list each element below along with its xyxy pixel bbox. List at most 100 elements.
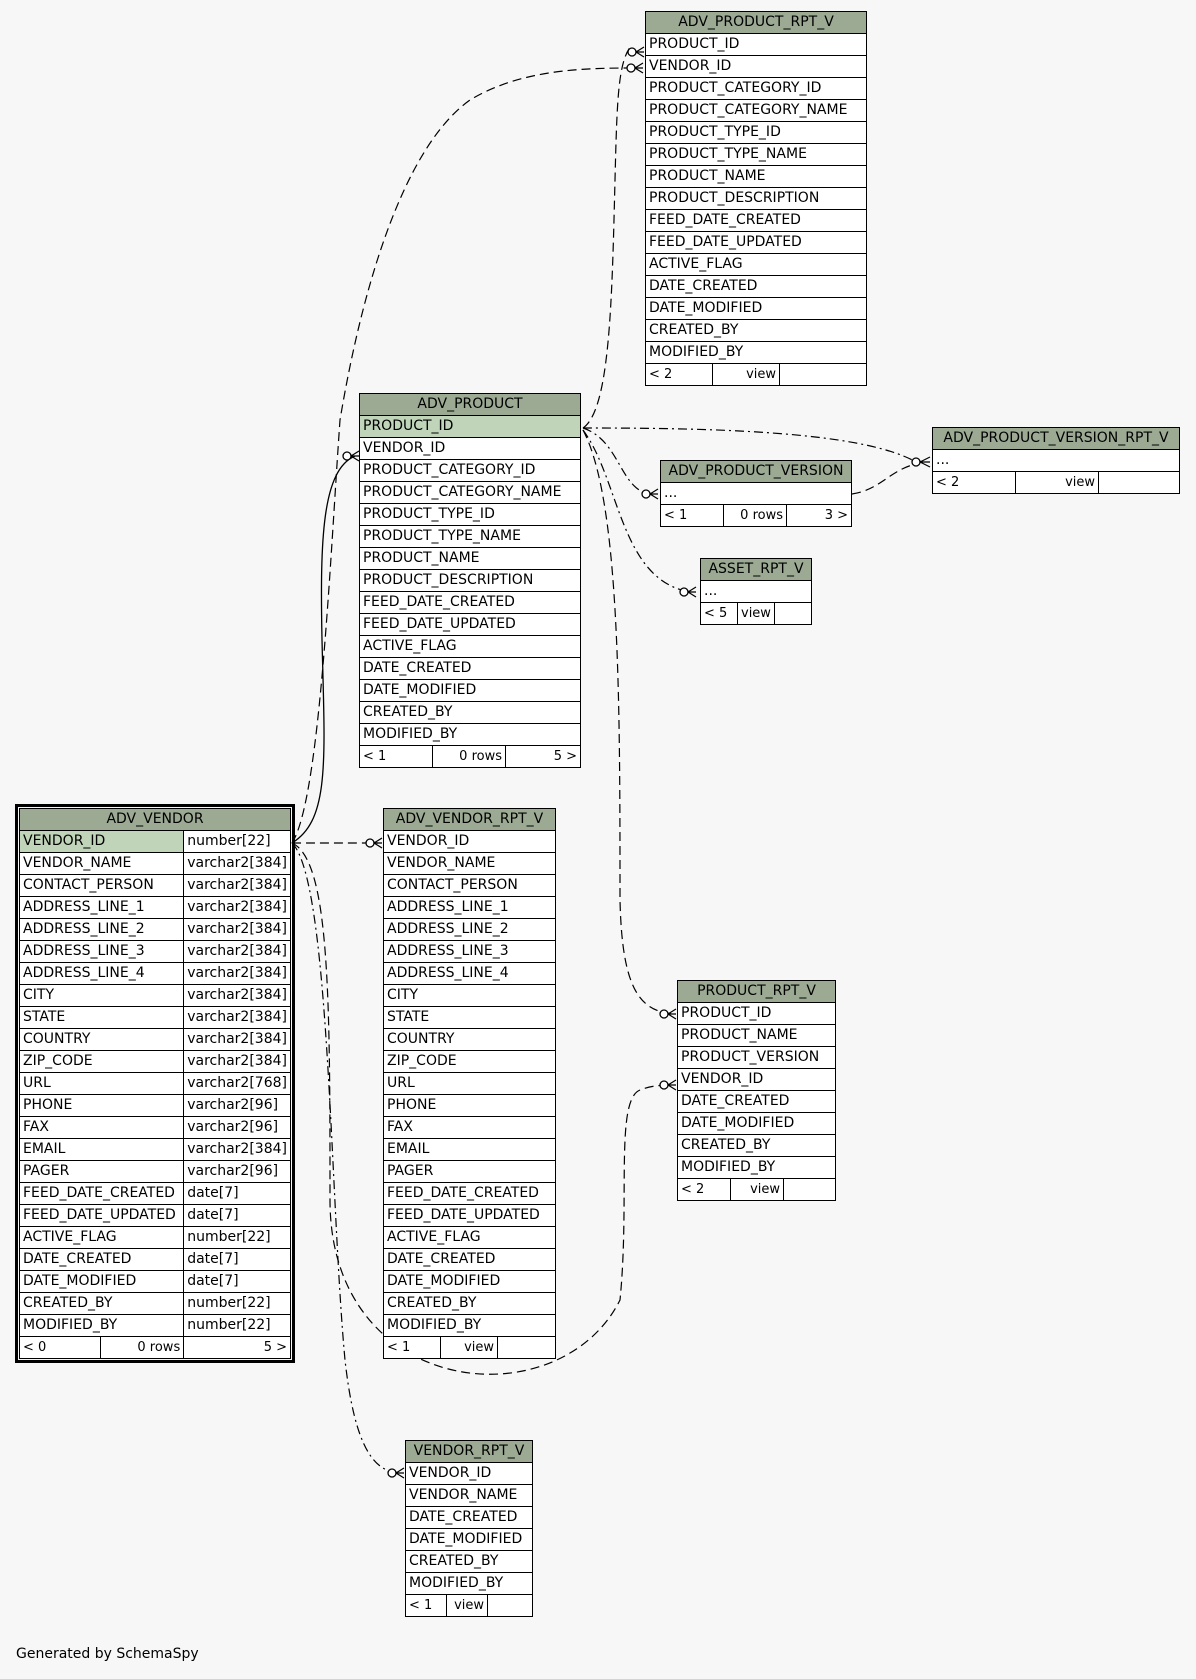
column-name[interactable]: MODIFIED_BY — [677, 1156, 836, 1179]
column-row[interactable]: VENDOR_ID — [645, 55, 867, 78]
column-name[interactable]: URL — [383, 1072, 556, 1095]
column-row[interactable]: DATE_MODIFIED — [645, 297, 867, 320]
column-row[interactable]: ADDRESS_LINE_4 — [383, 962, 556, 985]
column-name[interactable]: DATE_CREATED — [645, 275, 867, 298]
column-row[interactable]: VENDOR_NAME — [405, 1484, 533, 1507]
column-name[interactable]: CREATED_BY — [383, 1292, 556, 1315]
table-title[interactable]: VENDOR_RPT_V — [405, 1440, 533, 1463]
column-row[interactable]: PRODUCT_CATEGORY_ID — [645, 77, 867, 100]
column-name[interactable]: PRODUCT_TYPE_ID — [359, 503, 581, 526]
column-name[interactable]: CREATED_BY — [645, 319, 867, 342]
table-footer-children[interactable] — [779, 363, 867, 386]
column-name[interactable]: DATE_CREATED — [18, 1248, 185, 1271]
column-name[interactable]: PRODUCT_CATEGORY_ID — [359, 459, 581, 482]
table-footer-parents[interactable]: < 2 — [645, 363, 713, 386]
column-row[interactable]: FEED_DATE_UPDATED — [383, 1204, 556, 1227]
column-name[interactable]: MODIFIED_BY — [383, 1314, 556, 1337]
column-name[interactable]: CREATED_BY — [677, 1134, 836, 1157]
column-name[interactable]: MODIFIED_BY — [18, 1314, 185, 1337]
column-row[interactable]: ADDRESS_LINE_3 — [383, 940, 556, 963]
column-name[interactable]: PAGER — [383, 1160, 556, 1183]
primary-key-column[interactable]: VENDOR_ID — [18, 830, 185, 853]
table-footer-parents[interactable]: < 1 — [405, 1594, 447, 1617]
column-name[interactable]: ... — [660, 482, 852, 505]
column-name[interactable]: MODIFIED_BY — [645, 341, 867, 364]
column-name[interactable]: VENDOR_ID — [405, 1462, 533, 1485]
column-row[interactable]: PRODUCT_CATEGORY_NAME — [645, 99, 867, 122]
table-title[interactable]: ADV_PRODUCT_RPT_V — [645, 11, 867, 34]
column-row[interactable]: CREATED_BY — [359, 701, 581, 724]
table-footer-children[interactable]: 5 > — [183, 1336, 291, 1359]
column-name[interactable]: FEED_DATE_CREATED — [383, 1182, 556, 1205]
table-asset-rpt-v[interactable]: ASSET_RPT_V ... < 5 view — [700, 558, 812, 625]
column-row[interactable]: VENDOR_ID — [383, 830, 556, 853]
column-name[interactable]: CREATED_BY — [359, 701, 581, 724]
column-row[interactable]: DATE_CREATED — [405, 1506, 533, 1529]
table-footer-children[interactable]: 3 > — [786, 504, 852, 527]
column-name[interactable]: FEED_DATE_CREATED — [18, 1182, 185, 1205]
column-name[interactable]: FEED_DATE_CREATED — [359, 591, 581, 614]
column-name[interactable]: DATE_CREATED — [383, 1248, 556, 1271]
column-name[interactable]: ACTIVE_FLAG — [18, 1226, 185, 1249]
column-name[interactable]: DATE_MODIFIED — [359, 679, 581, 702]
table-footer-children[interactable] — [497, 1336, 556, 1359]
column-row[interactable]: PRODUCT_DESCRIPTION — [645, 187, 867, 210]
column-name[interactable]: MODIFIED_BY — [405, 1572, 533, 1595]
table-title[interactable]: PRODUCT_RPT_V — [677, 980, 836, 1003]
column-name[interactable]: ZIP_CODE — [383, 1050, 556, 1073]
column-row[interactable]: VENDOR_ID — [677, 1068, 836, 1091]
column-name[interactable]: CONTACT_PERSON — [18, 874, 185, 897]
table-footer-parents[interactable]: < 1 — [660, 504, 724, 527]
table-footer-parents[interactable]: < 2 — [932, 471, 1016, 494]
column-row[interactable]: PRODUCT_TYPE_NAME — [359, 525, 581, 548]
column-name[interactable]: PRODUCT_TYPE_NAME — [359, 525, 581, 548]
column-name[interactable]: PRODUCT_TYPE_ID — [645, 121, 867, 144]
column-row[interactable]: MODIFIED_BY — [645, 341, 867, 364]
column-row[interactable]: FEED_DATE_UPDATED — [359, 613, 581, 636]
column-name[interactable]: VENDOR_ID — [383, 830, 556, 853]
column-row[interactable]: COUNTRY — [383, 1028, 556, 1051]
column-row[interactable]: CONTACT_PERSON — [383, 874, 556, 897]
column-name[interactable]: ADDRESS_LINE_1 — [18, 896, 185, 919]
column-name[interactable]: COUNTRY — [18, 1028, 185, 1051]
column-name[interactable]: ACTIVE_FLAG — [383, 1226, 556, 1249]
table-adv-vendor[interactable]: ADV_VENDOR VENDOR_ID number[22] VENDOR_N… — [15, 804, 295, 1363]
column-row[interactable]: DATE_MODIFIED — [359, 679, 581, 702]
column-row[interactable]: PRODUCT_CATEGORY_NAME — [359, 481, 581, 504]
column-row[interactable]: DATE_CREATED — [383, 1248, 556, 1271]
column-name[interactable]: PRODUCT_CATEGORY_NAME — [359, 481, 581, 504]
column-row[interactable]: ZIP_CODE — [383, 1050, 556, 1073]
table-title[interactable]: ADV_PRODUCT_VERSION_RPT_V — [932, 427, 1180, 450]
column-row[interactable]: DATE_MODIFIED — [677, 1112, 836, 1135]
column-row[interactable]: ... — [700, 580, 812, 603]
column-row[interactable]: CREATED_BY — [383, 1292, 556, 1315]
column-row[interactable]: MODIFIED_BY — [677, 1156, 836, 1179]
column-name[interactable]: FEED_DATE_CREATED — [645, 209, 867, 232]
column-name[interactable]: PRODUCT_VERSION — [677, 1046, 836, 1069]
column-row[interactable]: STATE — [383, 1006, 556, 1029]
column-name[interactable]: VENDOR_ID — [645, 55, 867, 78]
column-row[interactable]: PRODUCT_NAME — [677, 1024, 836, 1047]
column-row[interactable]: ADDRESS_LINE_2 — [383, 918, 556, 941]
table-title[interactable]: ASSET_RPT_V — [700, 558, 812, 581]
column-row[interactable]: EMAIL — [383, 1138, 556, 1161]
column-row[interactable]: CITY — [383, 984, 556, 1007]
column-name[interactable]: DATE_CREATED — [359, 657, 581, 680]
column-name[interactable]: PAGER — [18, 1160, 185, 1183]
table-adv-product-version-rpt-v[interactable]: ADV_PRODUCT_VERSION_RPT_V ... < 2 view — [932, 427, 1180, 494]
column-name[interactable]: PRODUCT_NAME — [677, 1024, 836, 1047]
column-row[interactable]: ... — [932, 449, 1180, 472]
column-row[interactable]: DATE_MODIFIED — [405, 1528, 533, 1551]
column-name[interactable]: ADDRESS_LINE_1 — [383, 896, 556, 919]
